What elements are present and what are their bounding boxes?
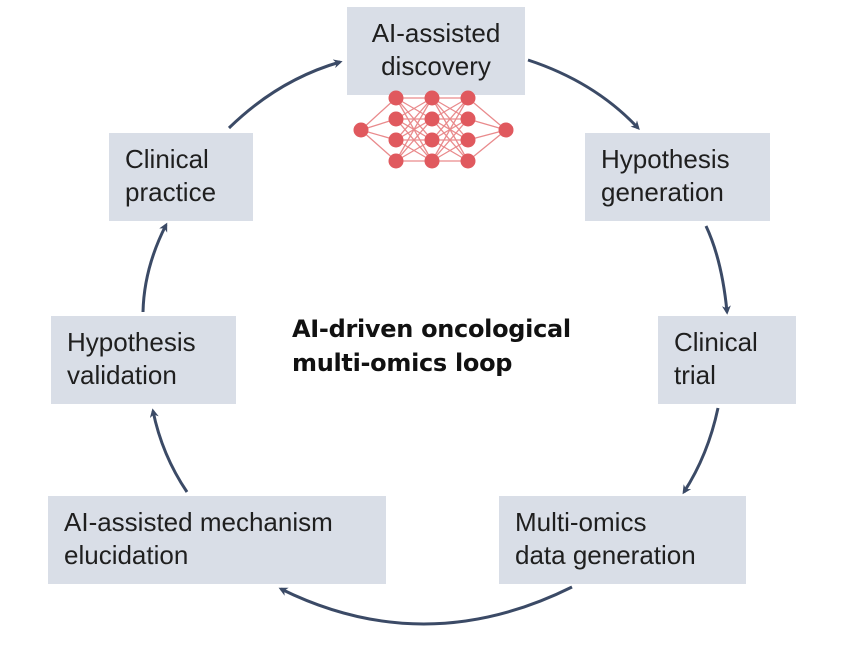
arrow-trial-to-multiomics	[682, 407, 720, 495]
node-label-line: Clinical	[674, 327, 758, 357]
node-label-line: discovery	[381, 51, 491, 81]
node-ai-assisted-discovery: AI-assisted discovery	[347, 7, 525, 95]
node-hypothesis-generation: Hypothesis generation	[585, 133, 770, 221]
node-label-line: practice	[125, 177, 217, 207]
network-nodes	[353, 90, 514, 169]
node-label-line: Hypothesis	[67, 327, 196, 357]
arrow-multiomics-to-mechanism	[278, 585, 573, 626]
node-label-line: validation	[67, 360, 177, 390]
node-label-line: AI-assisted mechanism	[64, 507, 333, 537]
arrow-hypgen-to-trial	[704, 225, 731, 315]
arrow-validation-to-practice	[141, 222, 168, 313]
neural-network-icon	[353, 90, 514, 169]
node-hypothesis-validation: Hypothesis validation	[51, 316, 236, 404]
node-label-line: generation	[601, 177, 724, 207]
node-clinical-practice: Clinical practice	[109, 133, 253, 221]
arrow-mechanism-to-validation	[149, 408, 189, 493]
diagram-title: AI-driven oncological multi-omics loop	[292, 312, 612, 380]
node-label-line: Hypothesis	[601, 144, 730, 174]
node-label-line: Multi-omics	[515, 507, 647, 537]
diagram-title-line: multi-omics loop	[292, 349, 513, 377]
node-ai-assisted-mechanism-elucidation: AI-assisted mechanism elucidation	[48, 496, 386, 584]
node-multi-omics-data-generation: Multi-omics data generation	[499, 496, 746, 584]
diagram-title-line: AI-driven oncological	[292, 315, 571, 343]
node-label-line: elucidation	[64, 540, 189, 570]
arrow-practice-to-discovery	[227, 59, 343, 130]
node-clinical-trial: Clinical trial	[658, 316, 796, 404]
node-label-line: Clinical	[125, 144, 209, 174]
arrow-discovery-to-hypgen	[527, 58, 640, 130]
node-label-line: trial	[674, 360, 716, 390]
network-edges	[360, 97, 507, 162]
node-label-line: AI-assisted	[371, 18, 501, 48]
node-label-line: data generation	[515, 540, 696, 570]
